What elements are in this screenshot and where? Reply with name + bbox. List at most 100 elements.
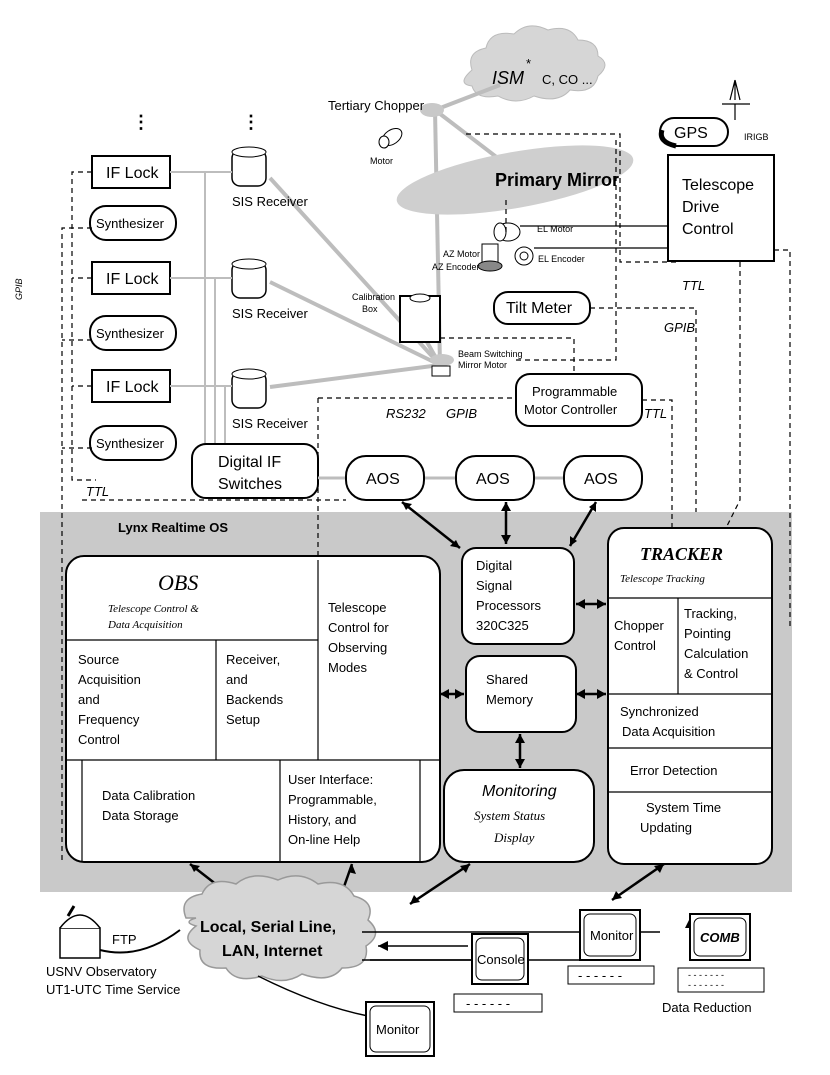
tracker-chopper-2: Control — [614, 638, 656, 653]
dsp-box — [461, 547, 575, 645]
tracker-tracking-1: Tracking, — [684, 606, 737, 621]
if-lock-label: IF Lock — [106, 379, 159, 396]
observatory-icon — [59, 905, 101, 959]
el-encoder-icon — [514, 246, 534, 266]
gpib-label-left: GPIB — [14, 278, 24, 300]
svg-text:- - - - - -: - - - - - - — [466, 996, 510, 1011]
monitor-keyboard — [567, 965, 655, 985]
obs-title: OBS — [158, 570, 198, 595]
primary-mirror-label: Primary Mirror — [495, 170, 619, 190]
obs-subtitle1: Telescope Control & — [108, 603, 199, 615]
synthesizer-label: Synthesizer — [96, 216, 165, 231]
obs-source-1: Source — [78, 652, 119, 667]
aos-group: AOS AOS AOS — [318, 455, 643, 501]
ttl-label-left: TTL — [86, 484, 109, 499]
drive-line3: Control — [682, 221, 734, 238]
dsp-line4: 320C325 — [476, 618, 529, 633]
aos-label-1: AOS — [366, 471, 400, 488]
tracker-tracking-3: Calculation — [684, 646, 748, 661]
tracker-time-1: System Time — [646, 800, 721, 815]
tracker-title: TRACKER — [640, 544, 723, 564]
ttl-label-drive: TTL — [682, 278, 705, 293]
az-motor-icon — [477, 243, 503, 272]
obs-modes-1: Telescope — [328, 600, 387, 615]
sis-receiver-label: SIS Receiver — [232, 306, 309, 321]
receiver-chain-3: IF Lock Synthesizer SIS Receiver — [89, 368, 309, 461]
gpib-label-mid: GPIB — [446, 406, 477, 421]
svg-text:- - - - - - -: - - - - - - - — [688, 980, 724, 990]
aos-label-3: AOS — [584, 471, 618, 488]
monitoring-title: Monitoring — [482, 783, 557, 800]
shared-memory-line1: Shared — [486, 672, 528, 687]
console-keyboard — [453, 993, 543, 1013]
network-line1: Local, Serial Line, — [200, 919, 336, 936]
telescope-drive-control — [667, 154, 775, 262]
antenna-icon — [722, 79, 750, 105]
usnv-line2: UT1-UTC Time Service — [46, 982, 180, 997]
monitoring-line3: Display — [493, 830, 535, 845]
tracker-error: Error Detection — [630, 763, 717, 778]
monitor-label-bottom: Monitor — [376, 1022, 420, 1037]
if-lock-label: IF Lock — [106, 271, 159, 288]
obs-receiver-3: Backends — [226, 692, 284, 707]
obs-subtitle2: Data Acquisition — [107, 619, 183, 631]
dsp-line3: Processors — [476, 598, 542, 613]
network-line2: LAN, Internet — [222, 943, 323, 960]
obs-source-3: and — [78, 692, 100, 707]
console-label: Console — [477, 952, 525, 967]
el-motor-label: EL Motor — [537, 224, 573, 234]
usnv-line1: USNV Observatory — [46, 964, 157, 979]
motor-icon — [378, 127, 403, 149]
motor-label: Motor — [370, 156, 393, 166]
obs-ui-1: User Interface: — [288, 772, 373, 787]
ftp-label: FTP — [112, 932, 137, 947]
obs-ui-4: On-line Help — [288, 832, 360, 847]
dsp-line1: Digital — [476, 558, 512, 573]
ttl-label-mc: TTL — [644, 406, 667, 421]
tracker-time-2: Updating — [640, 820, 692, 835]
aos-label-2: AOS — [476, 471, 510, 488]
obs-ui-3: History, and — [288, 812, 356, 827]
receiver-chain-1: IF Lock Synthesizer SIS Receiver — [89, 146, 309, 241]
tracker-tracking-4: & Control — [684, 666, 738, 681]
tracker-sync-2: Data Acquisition — [622, 724, 715, 739]
obs-box — [65, 555, 441, 863]
obs-receiver-1: Receiver, — [226, 652, 280, 667]
gpib-label-tilt: GPIB — [664, 320, 695, 335]
sis-receiver-label: SIS Receiver — [232, 194, 309, 209]
receiver-dots-2: ⋮ — [242, 112, 260, 132]
ism-cloud — [463, 25, 606, 102]
beam-switching-motor-icon — [431, 365, 451, 377]
obs-modes-4: Modes — [328, 660, 368, 675]
calibration-label-1: Calibration — [352, 292, 395, 302]
tracker-chopper-1: Chopper — [614, 618, 665, 633]
network-cloud — [183, 875, 377, 982]
monitor-label-right: Monitor — [590, 928, 634, 943]
synthesizer-label: Synthesizer — [96, 436, 165, 451]
beam-switching-label-1: Beam Switching — [458, 349, 523, 359]
digital-if-line1: Digital IF — [218, 454, 281, 471]
obs-ui-2: Programmable, — [288, 792, 377, 807]
tracker-sync-1: Synchronized — [620, 704, 699, 719]
obs-modes-2: Control for — [328, 620, 389, 635]
drive-line2: Drive — [682, 199, 719, 216]
tracker-subtitle: Telescope Tracking — [620, 573, 705, 585]
ism-star: * — [526, 56, 531, 71]
az-encoder-label: AZ Encoder — [432, 262, 480, 272]
sis-receiver-label: SIS Receiver — [232, 416, 309, 431]
tertiary-chopper-mirror — [420, 103, 444, 117]
motor-controller-line1: Programmable — [532, 384, 617, 399]
obs-source-2: Acquisition — [78, 672, 141, 687]
receiver-chain-2: IF Lock Synthesizer SIS Receiver — [89, 258, 309, 351]
tracker-tracking-2: Pointing — [684, 626, 731, 641]
if-lock-label: IF Lock — [106, 165, 159, 182]
comb-label: COMB — [700, 930, 740, 945]
beam-switching-mirror — [430, 354, 454, 366]
obs-receiver-2: and — [226, 672, 248, 687]
obs-calibration-2: Data Storage — [102, 808, 179, 823]
el-encoder-label: EL Encoder — [538, 254, 585, 264]
digital-if-line2: Switches — [218, 476, 282, 493]
synthesizer-label: Synthesizer — [96, 326, 165, 341]
drive-line1: Telescope — [682, 177, 754, 194]
